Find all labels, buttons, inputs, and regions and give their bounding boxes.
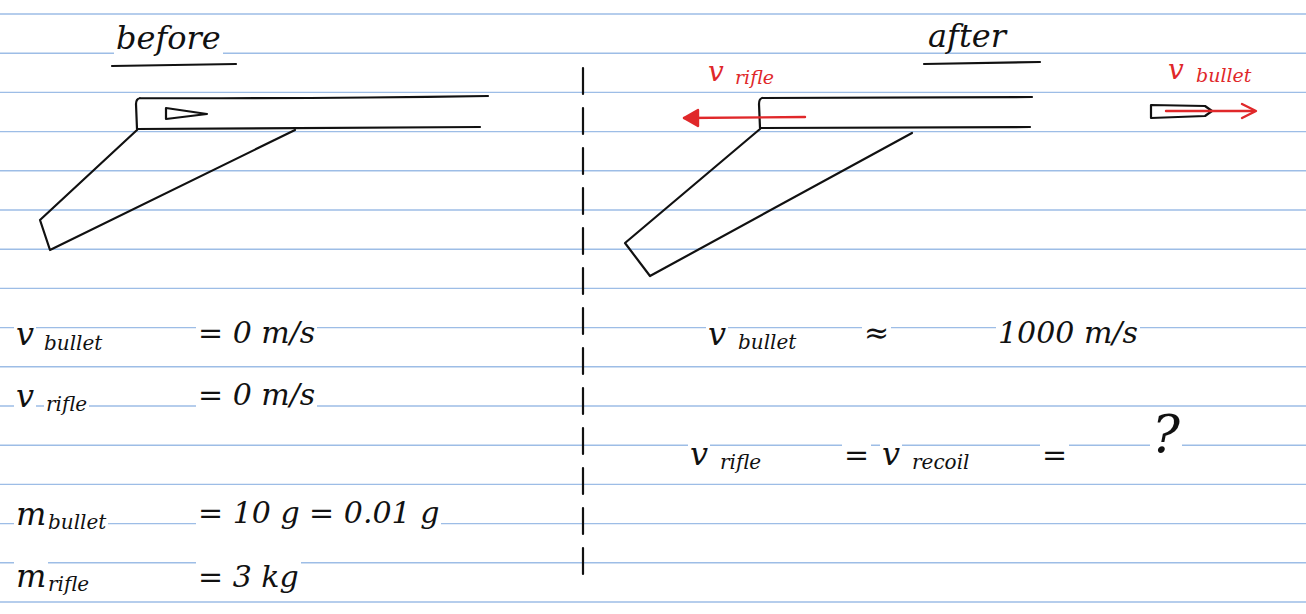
operator: = <box>1040 440 1069 470</box>
divider <box>582 68 584 588</box>
rule-line <box>0 248 1306 249</box>
rifle-stock <box>625 129 912 276</box>
heading: after <box>926 20 1008 52</box>
rule-line <box>0 13 1306 14</box>
operator: = <box>842 440 871 470</box>
variable: v <box>880 438 902 470</box>
equation: 1000 m/s <box>996 318 1140 348</box>
variable: m <box>14 560 48 592</box>
rifle-barrel <box>759 97 1032 128</box>
rifle-barrel <box>136 96 488 129</box>
bullet <box>166 108 207 119</box>
rule-line <box>0 131 1306 132</box>
rule-line <box>0 445 1306 446</box>
variable: v <box>688 438 710 470</box>
rule-line <box>0 601 1306 602</box>
subscript: bullet <box>1194 66 1253 85</box>
arrowhead <box>684 110 698 126</box>
subscript: bullet <box>736 332 798 352</box>
rule-line <box>0 366 1306 367</box>
subscript: rifle <box>44 394 89 414</box>
rule-line <box>0 170 1306 171</box>
equation: = 10 g = 0.01 g <box>196 498 441 528</box>
variable: m <box>14 498 48 530</box>
subscript: rifle <box>733 68 776 87</box>
equation: = 3 kg <box>196 562 301 592</box>
velocity-arrow <box>684 117 805 118</box>
variable: v <box>1166 56 1186 84</box>
underline <box>924 62 1040 64</box>
rifle-stock <box>40 130 295 250</box>
rule-line <box>0 484 1306 485</box>
subscript: rifle <box>46 574 91 594</box>
variable: v <box>706 318 728 350</box>
variable: v <box>14 380 36 412</box>
operator: ≈ <box>862 318 891 348</box>
subscript: bullet <box>46 512 108 532</box>
subscript: bullet <box>42 333 104 353</box>
subscript: recoil <box>910 452 971 472</box>
rule-line <box>0 209 1306 210</box>
variable: v <box>706 58 726 86</box>
equation: = 0 m/s <box>196 380 317 410</box>
arrowhead <box>1242 104 1256 118</box>
heading: before <box>114 22 223 54</box>
equation: = 0 m/s <box>196 318 317 348</box>
rule-line <box>0 92 1306 93</box>
question-mark: ? <box>1150 408 1182 460</box>
rule-line <box>0 288 1306 289</box>
subscript: rifle <box>718 452 763 472</box>
variable: v <box>14 318 36 350</box>
velocity-arrow <box>1166 110 1254 112</box>
underline <box>112 64 236 66</box>
